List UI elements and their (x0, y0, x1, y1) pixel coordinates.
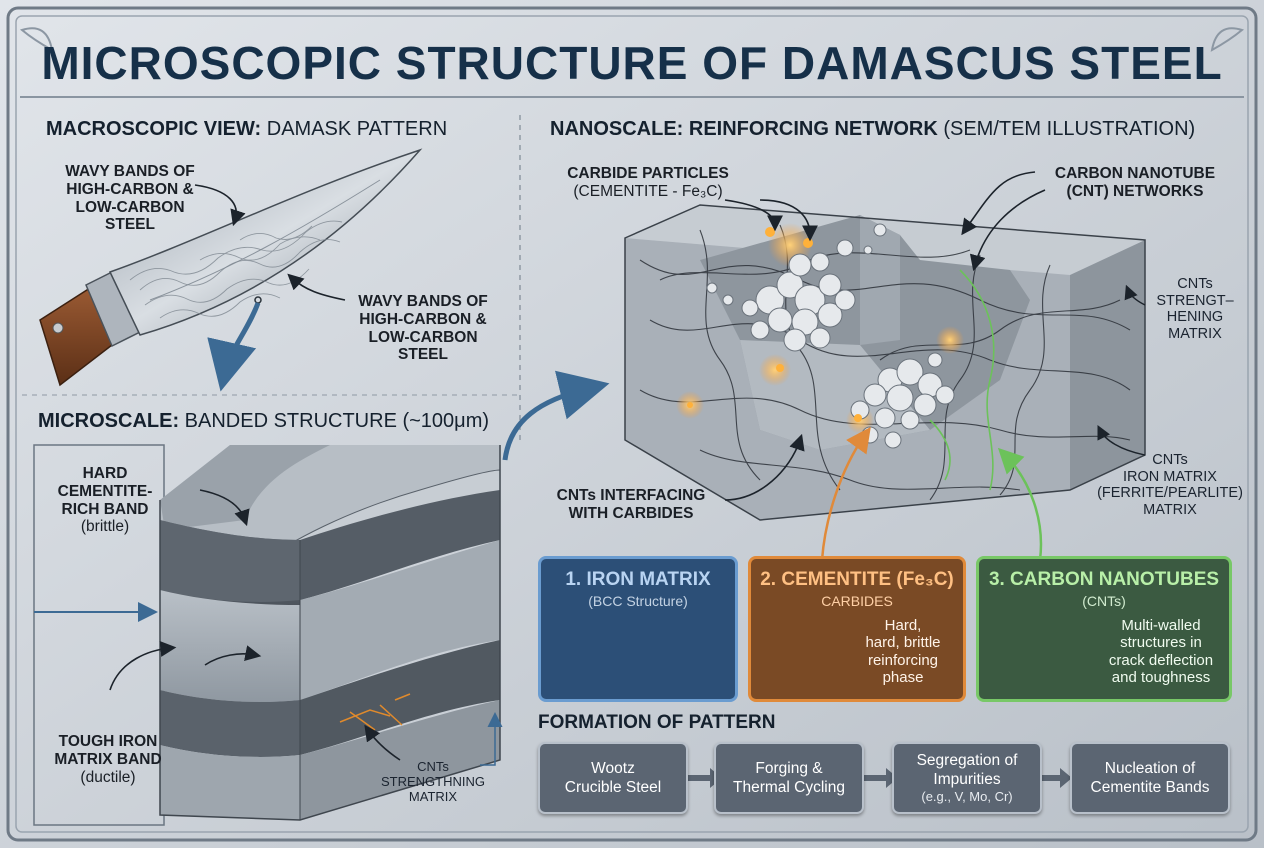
macro-heading-bold: MACROSCOPIC VIEW: (46, 118, 262, 140)
cementite-desc-line: reinforcing (867, 651, 939, 669)
nanotubes-box-desc: Multi-walled structures in crack deflect… (1097, 617, 1225, 686)
flow-step-nucleation: Nucleation of Cementite Bands (1070, 742, 1230, 814)
micro-cnt-line: STRENGTHNING (381, 773, 485, 789)
hard-band-note: (brittle) (80, 518, 130, 536)
macro-left-line: HIGH-CARBON & (66, 180, 194, 198)
cementite-box: 2. CEMENTITE (Fe₃C) CARBIDES Hard, hard,… (748, 556, 966, 702)
cementite-desc-line: hard, brittle (865, 634, 941, 652)
flow-step-line: Impurities (933, 770, 1001, 788)
cnt-strength-line: CNTs (1177, 276, 1213, 292)
flow-step-line: Wootz (591, 759, 635, 777)
cnt-interface-line: CNTs INTERFACING (556, 487, 706, 504)
iron-matrix-label: CNTs IRON MATRIX (FERRITE/PEARLITE) MATR… (1090, 452, 1250, 519)
cementite-box-desc: Hard, hard, brittle reinforcing phase (847, 617, 959, 686)
carbide-line: CARBIDE PARTICLES (567, 165, 729, 182)
hard-band-line: CEMENTITE- (57, 482, 153, 500)
knife-illustration (39, 148, 423, 387)
iron-box-subtitle: (BCC Structure) (588, 593, 688, 609)
nanotubes-box-title: 3. CARBON NANOTUBES (988, 569, 1220, 590)
cnt-strengthening-label: CNTs STRENGT– HENING MATRIX (1150, 276, 1240, 343)
banded-block-illustration (33, 444, 501, 826)
cnt-strength-line: STRENGT– (1156, 292, 1234, 309)
tough-band-line: MATRIX BAND (54, 750, 162, 768)
nanotubes-box-subtitle: (CNTs) (1082, 593, 1126, 609)
macro-right-line: LOW-CARBON (368, 328, 478, 346)
micro-heading-bold: MICROSCALE: (38, 410, 180, 432)
iron-matrix-line: MATRIX (1143, 502, 1197, 519)
macro-left-line: WAVY BANDS OF (65, 163, 195, 180)
nanotubes-desc-line: crack deflection (1108, 651, 1214, 669)
formation-heading: FORMATION OF PATTERN (538, 712, 776, 733)
cnt-network-label: CARBON NANOTUBE (CNT) NETWORKS (1035, 165, 1235, 201)
micro-cnt-label: CNTs STRENGTHNING MATRIX (378, 759, 488, 805)
flow-step-line: Cementite Bands (1090, 779, 1210, 796)
macro-label-right: WAVY BANDS OF HIGH-CARBON & LOW-CARBON S… (338, 293, 508, 364)
cementite-desc-line: phase (882, 668, 924, 686)
nano-heading: NANOSCALE: REINFORCING NETWORK (SEM/TEM … (550, 118, 1195, 141)
nanotubes-desc-line: Multi-walled (1121, 617, 1201, 634)
cnt-strength-line: MATRIX (1168, 326, 1222, 343)
tough-band-label: TOUGH IRON MATRIX BAND (ductile) (38, 733, 178, 786)
macro-right-line: STEEL (398, 346, 448, 364)
nano-block-illustration (624, 204, 1146, 521)
micro-heading-rest: BANDED STRUCTURE (~100μm) (179, 410, 490, 432)
macro-label-left: WAVY BANDS OF HIGH-CARBON & LOW-CARBON S… (40, 163, 220, 234)
hard-band-label: HARD CEMENTITE- RICH BAND (brittle) (40, 465, 170, 536)
nano-heading-bold: NANOSCALE: REINFORCING NETWORK (550, 118, 938, 140)
cementite-desc-line: Hard, (884, 617, 922, 634)
iron-matrix-line: (FERRITE/PEARLITE) (1097, 485, 1243, 502)
cnt-interface-line: WITH CARBIDES (568, 504, 694, 522)
cnt-network-line: CARBON NANOTUBE (1054, 165, 1216, 182)
flow-step-line: Segregation of (916, 751, 1018, 769)
macro-right-line: WAVY BANDS OF (358, 293, 488, 310)
macro-heading-rest: DAMASK PATTERN (261, 118, 448, 140)
hard-band-line: RICH BAND (61, 500, 149, 518)
cnt-interface-label: CNTs INTERFACING WITH CARBIDES (536, 487, 726, 523)
flow-step-line: Thermal Cycling (733, 779, 845, 796)
iron-matrix-line: CNTs (1152, 452, 1188, 468)
cnt-network-line: (CNT) NETWORKS (1066, 182, 1204, 200)
flow-step-line: Crucible Steel (564, 779, 662, 796)
nano-heading-rest: (SEM/TEM ILLUSTRATION) (937, 118, 1196, 140)
tough-band-note: (ductile) (80, 768, 136, 786)
nanotubes-desc-line: and toughness (1111, 668, 1211, 686)
nanotubes-desc-line: structures in (1120, 634, 1202, 652)
macro-right-line: HIGH-CARBON & (359, 310, 487, 328)
flow-step-wootz: Wootz Crucible Steel (538, 742, 688, 814)
iron-box-title: 1. IRON MATRIX (565, 569, 711, 590)
nanotubes-box: 3. CARBON NANOTUBES (CNTs) Multi-walled … (976, 556, 1232, 702)
poster-title: MICROSCOPIC STRUCTURE OF DAMASCUS STEEL (41, 37, 1223, 89)
cementite-box-subtitle: CARBIDES (821, 593, 893, 609)
cnt-strength-line: HENING (1166, 309, 1224, 326)
micro-heading: MICROSCALE: BANDED STRUCTURE (~100μm) (38, 410, 489, 433)
flow-step-forging: Forging & Thermal Cycling (714, 742, 864, 814)
carbide-line: (CEMENTITE - Fe₃C) (573, 182, 723, 200)
macro-left-line: STEEL (105, 216, 155, 234)
micro-cnt-line: MATRIX (408, 788, 458, 804)
hard-band-line: HARD (82, 465, 128, 482)
flow-step-line: Nucleation of (1104, 759, 1196, 777)
flow-step-line: Forging & (755, 759, 823, 777)
iron-matrix-line: IRON MATRIX (1123, 468, 1217, 485)
flow-step-segregation: Segregation of Impurities (e.g., V, Mo, … (892, 742, 1042, 814)
macro-heading: MACROSCOPIC VIEW: DAMASK PATTERN (46, 118, 447, 141)
tough-band-line: TOUGH IRON (58, 733, 158, 750)
carbide-label: CARBIDE PARTICLES (CEMENTITE - Fe₃C) (548, 165, 748, 201)
iron-matrix-box: 1. IRON MATRIX (BCC Structure) (538, 556, 738, 702)
micro-cnt-line: CNTs (417, 759, 449, 774)
macro-left-line: LOW-CARBON (75, 198, 185, 216)
cementite-box-title: 2. CEMENTITE (Fe₃C) (760, 569, 954, 590)
flow-step-note: (e.g., V, Mo, Cr) (921, 789, 1013, 805)
